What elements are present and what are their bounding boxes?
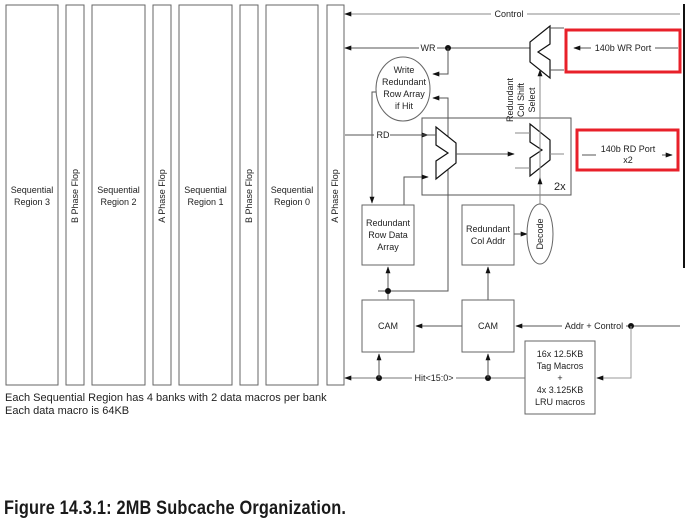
svg-text:Redundant: Redundant [382,77,427,87]
wr-port-label: 140b WR Port [595,43,652,53]
svg-text:Decode: Decode [535,218,545,249]
a-phase-flop-1 [152,4,172,386]
region-3-label-line1: Sequential [11,185,54,195]
rd-label: RD [377,130,390,140]
mux-repeat-label: 2x [554,181,566,193]
column-array: Sequential Region 3 Sequential Region 2 … [5,4,345,386]
note-line-2: Each data macro is 64KB [5,405,130,417]
wr-port: 140b WR Port [564,28,682,74]
svg-text:4x 3.125KB: 4x 3.125KB [537,385,584,395]
region-2-label-line2: Region 2 [100,197,136,207]
a-phase-flop-2-label: A Phase Flop [330,169,340,223]
region-3-label-line2: Region 3 [14,197,50,207]
b-phase-flop-1 [65,4,85,386]
svg-text:+: + [557,373,562,383]
svg-text:if Hit: if Hit [395,101,413,111]
svg-text:Redundant: Redundant [505,77,515,122]
sequential-region-1 [178,4,233,386]
rd-port-label: 140b RD Port [601,144,656,154]
wr-signal: WR [344,42,530,77]
svg-text:LRU macros: LRU macros [535,397,586,407]
svg-text:Array: Array [377,242,399,252]
b-phase-flop-2-label: B Phase Flop [244,169,254,223]
addr-control-signal: Addr + Control [515,320,680,381]
b-phase-flop-2 [239,4,259,386]
region-1-label-line2: Region 1 [187,197,223,207]
control-signal: Control [344,8,680,19]
sequential-region-3 [5,4,59,386]
svg-text:Row Array: Row Array [383,89,425,99]
svg-text:Write: Write [394,65,415,75]
cam-left-block: CAM [361,299,415,353]
write-redundant-row-array-ellipse: Write Redundant Row Array if Hit [375,56,431,122]
redundant-row-data-array-block: Redundant Row Data Array [361,204,415,266]
a-phase-flop-2 [326,4,345,386]
svg-text:Row Data: Row Data [368,230,408,240]
read-mux-group: 2x RD [345,117,572,218]
svg-text:Redundant: Redundant [466,224,511,234]
svg-text:CAM: CAM [478,321,498,331]
region-2-label-line1: Sequential [97,185,140,195]
a-phase-flop-1-label: A Phase Flop [157,169,167,223]
svg-text:CAM: CAM [378,321,398,331]
addr-control-label: Addr + Control [565,321,623,331]
tag-lru-macros-block: 16x 12.5KB Tag Macros + 4x 3.125KB LRU m… [524,340,596,415]
sequential-region-2 [91,4,146,386]
svg-text:Col Addr: Col Addr [471,236,506,246]
cam-left-junction-dot [385,288,391,294]
decode-ellipse: Decode [526,203,554,265]
redundant-col-addr-block: Redundant Col Addr [461,204,528,266]
ellipse-to-row-array-wire [369,91,376,204]
svg-text:Col Shift: Col Shift [516,82,526,117]
region-0-label-line1: Sequential [271,185,314,195]
figure-caption: Figure 14.3.1: 2MB Subcache Organization… [4,498,347,519]
rd-port: 140b RD Port x2 [575,128,680,172]
hit-signal: Hit<15:0> [344,353,525,383]
hit-label: Hit<15:0> [414,373,453,383]
cam-right-block: CAM [461,299,515,353]
region-1-label-line1: Sequential [184,185,227,195]
control-label: Control [494,9,523,19]
svg-text:Select: Select [527,87,537,113]
sequential-region-0 [265,4,319,386]
svg-text:Tag Macros: Tag Macros [537,361,584,371]
b-phase-flop-1-label: B Phase Flop [70,169,80,223]
svg-text:Redundant: Redundant [366,218,411,228]
rd-port-multiplier: x2 [623,155,633,165]
col-shift-select-signal: Redundant Col Shift Select [505,69,543,216]
region-0-label-line2: Region 0 [274,197,310,207]
wr-label: WR [421,43,436,53]
svg-text:16x 12.5KB: 16x 12.5KB [537,349,584,359]
wr-port-mux [529,24,564,80]
note-line-1: Each Sequential Region has 4 banks with … [5,392,327,404]
